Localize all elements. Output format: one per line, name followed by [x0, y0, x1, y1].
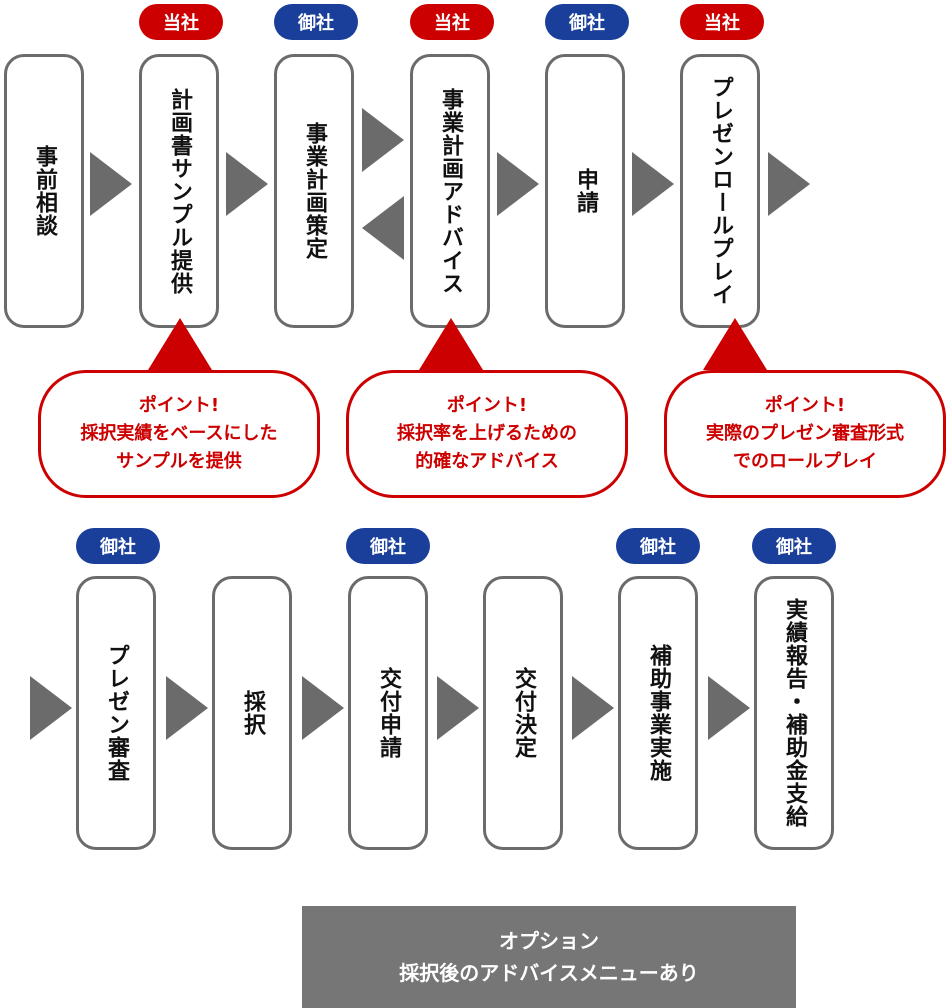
arrow-right-icon [166, 676, 208, 740]
badge-ours: 当社 [410, 4, 494, 40]
callout-pointer-icon [703, 318, 767, 370]
badge-yours: 御社 [346, 528, 430, 564]
arrow-right-icon [302, 676, 344, 740]
step-box-planning: 事業計画策定 [274, 54, 354, 328]
point-text: でのロールプレイ [733, 450, 877, 472]
step-label: 採択 [240, 690, 265, 736]
arrow-right-icon [362, 108, 404, 172]
arrow-right-icon [572, 676, 614, 740]
point-callout-roleplay: ポイント! 実際のプレゼン審査形式 でのロールプレイ [664, 370, 946, 498]
step-box-report-payment: 実績報告・補助金支給 [754, 576, 834, 850]
badge-ours: 当社 [680, 4, 764, 40]
option-text: 採択後のアドバイスメニューあり [399, 961, 699, 985]
arrow-right-icon [437, 676, 479, 740]
step-box-grant-decision: 交付決定 [483, 576, 563, 850]
step-label: プレゼン審査 [104, 644, 129, 782]
step-label: 交付申請 [376, 667, 401, 759]
step-box-sample: 計画書サンプル提供 [139, 54, 219, 328]
badge-yours: 御社 [752, 528, 836, 564]
callout-pointer-icon [419, 318, 483, 370]
step-box-consultation: 事前相談 [4, 54, 84, 328]
step-label: プレゼンロールプレイ [708, 76, 733, 306]
step-box-adoption: 採択 [212, 576, 292, 850]
arrow-right-icon [768, 152, 810, 216]
arrow-right-icon [497, 152, 539, 216]
badge-yours: 御社 [616, 528, 700, 564]
arrow-left-icon [362, 196, 404, 260]
point-title: ポイント! [446, 395, 528, 417]
option-banner: オプション 採択後のアドバイスメニューあり [302, 906, 796, 1008]
arrow-right-icon [632, 152, 674, 216]
step-box-application: 申請 [545, 54, 625, 328]
step-label: 補助事業実施 [646, 644, 671, 782]
badge-yours: 御社 [545, 4, 629, 40]
point-text: 採択実績をベースにした [80, 423, 278, 445]
step-label: 事業計画アドバイス [438, 87, 463, 295]
arrow-right-icon [708, 676, 750, 740]
step-label: 事業計画策定 [302, 122, 327, 260]
point-text: サンプルを提供 [116, 450, 242, 472]
point-callout-sample: ポイント! 採択実績をベースにした サンプルを提供 [38, 370, 320, 498]
step-box-plan-advice: 事業計画アドバイス [410, 54, 490, 328]
point-callout-advice: ポイント! 採択率を上げるための 的確なアドバイス [346, 370, 628, 498]
step-label: 計画書サンプル提供 [167, 87, 192, 295]
point-title: ポイント! [764, 395, 846, 417]
step-box-project-execution: 補助事業実施 [618, 576, 698, 850]
point-title: ポイント! [138, 395, 220, 417]
step-box-roleplay: プレゼンロールプレイ [680, 54, 760, 328]
badge-ours: 当社 [139, 4, 223, 40]
point-text: 的確なアドバイス [415, 450, 559, 472]
step-label: 実績報告・補助金支給 [782, 598, 807, 828]
point-text: 採択率を上げるための [397, 423, 577, 445]
step-box-grant-application: 交付申請 [348, 576, 428, 850]
arrow-right-icon [226, 152, 268, 216]
badge-yours: 御社 [76, 528, 160, 564]
step-label: 申請 [573, 168, 598, 214]
arrow-right-icon [30, 676, 72, 740]
callout-pointer-icon [148, 318, 212, 370]
badge-yours: 御社 [274, 4, 358, 40]
step-box-presentation-review: プレゼン審査 [76, 576, 156, 850]
step-label: 事前相談 [32, 145, 57, 237]
point-text: 実際のプレゼン審査形式 [706, 423, 904, 445]
option-title: オプション [499, 929, 599, 953]
arrow-right-icon [90, 152, 132, 216]
step-label: 交付決定 [511, 667, 536, 759]
